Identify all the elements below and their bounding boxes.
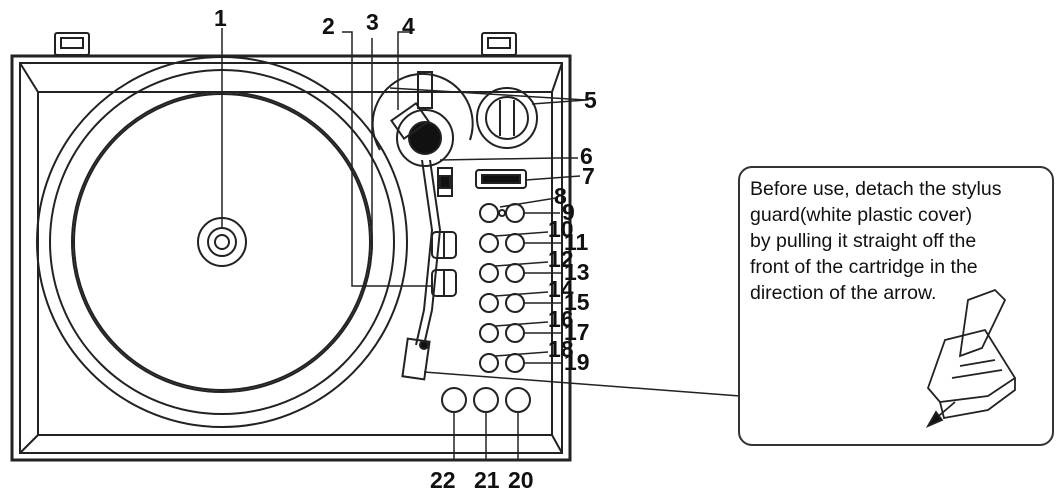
callout-5: 5: [584, 87, 597, 113]
callout-8: 8: [554, 183, 567, 209]
callout-2: 2: [322, 13, 335, 39]
callout-17: 17: [564, 319, 590, 345]
callout-leaders: [221, 28, 741, 460]
note-line-3: by pulling it straight off the: [750, 230, 977, 252]
callout-numbers: 1 2 3 4 5 6 7 8 9 10 11 12 13 14 15 16 1…: [214, 5, 597, 493]
callout-20: 20: [508, 467, 534, 493]
stylus-guard-note-text: Before use, detach the stylus guard(whit…: [750, 176, 1050, 306]
callout-19: 19: [564, 349, 590, 375]
turntable-chassis: [10, 54, 572, 462]
arm-rest-icon: [431, 231, 457, 297]
callout-10: 10: [548, 216, 574, 242]
note-line-1: Before use, detach the stylus: [750, 178, 1002, 200]
callout-18: 18: [548, 336, 574, 362]
callout-22: 22: [430, 467, 456, 493]
callout-4: 4: [402, 13, 415, 39]
callout-21: 21: [474, 467, 500, 493]
callout-3: 3: [366, 9, 379, 35]
callout-14: 14: [548, 276, 574, 302]
note-line-2: guard(white plastic cover): [750, 204, 973, 226]
tonearm-base-icon: [371, 71, 474, 167]
pitch-slider-icon: [475, 169, 527, 189]
callout-9: 9: [562, 199, 575, 225]
callout-7: 7: [582, 163, 595, 189]
callout-15: 15: [564, 289, 590, 315]
hinge-left-icon: [54, 32, 90, 56]
callout-6: 6: [580, 143, 593, 169]
note-line-5: direction of the arrow.: [750, 282, 937, 304]
callout-11: 11: [564, 229, 589, 255]
callout-13: 13: [564, 259, 590, 285]
callout-16: 16: [548, 306, 574, 332]
hinge-right-icon: [481, 32, 517, 56]
callout-12: 12: [548, 246, 574, 272]
adapter-icon: [476, 87, 538, 149]
note-line-4: front of the cartridge in the: [750, 256, 978, 278]
callout-1: 1: [214, 5, 227, 31]
